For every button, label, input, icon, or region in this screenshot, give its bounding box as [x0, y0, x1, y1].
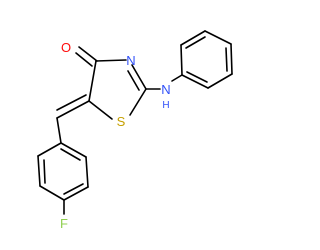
bond-ar3 [39, 185, 65, 201]
benzylidene-linker [56, 94, 90, 144]
bond-c4-n3 [95, 59, 127, 62]
atom-labels: O N S N H F [60, 40, 171, 231]
bond-c5-c4 [88, 60, 97, 102]
thiazolone-ring [88, 59, 147, 120]
amine-hydrogen-label: H [162, 100, 169, 111]
ring-nitrogen-label: N [126, 53, 135, 68]
molecule-structure: O N S N H F [37, 30, 233, 231]
bond-c5-ch-double [56, 94, 87, 111]
bond-ar-inner1 [43, 159, 46, 184]
bond-ph2 [180, 30, 206, 46]
bond-ph-inner1 [185, 36, 206, 49]
bond-c5-ch [56, 100, 90, 119]
bond-c4-o-double [75, 52, 93, 67]
fluorine-label: F [60, 216, 68, 231]
phenyl-ring [180, 30, 233, 89]
bond-ar5 [85, 156, 89, 188]
bond-ar6 [60, 142, 87, 158]
amine-nitrogen-label: N [161, 82, 170, 97]
carbonyl-group [75, 46, 98, 67]
bond-ph4 [230, 43, 233, 75]
bond-ph5 [207, 73, 233, 89]
bond-c4-o [78, 46, 98, 62]
oxygen-label: O [61, 40, 71, 55]
bond-nh-phenyl [171, 74, 183, 82]
bond-ph6 [181, 74, 209, 89]
anilino-linker [145, 74, 183, 90]
bond-ph3 [204, 30, 232, 45]
bond-ph-inner3 [186, 71, 208, 83]
bond-ar2 [37, 155, 41, 187]
bond-n3-c2 [131, 64, 147, 90]
bond-s1-c5 [88, 100, 113, 120]
fluorophenyl-ring [37, 142, 89, 215]
bond-ph1 [180, 44, 183, 76]
bond-ph-inner2 [225, 47, 228, 72]
bond-ar4 [63, 186, 89, 201]
sulfur-label: S [117, 114, 126, 129]
bond-c2-s1 [129, 88, 147, 116]
bond-n3-c2-double [127, 70, 140, 91]
bond-ar1 [37, 142, 62, 157]
bond-ar-inner2 [63, 183, 84, 195]
bond-ch-aryl [56, 117, 62, 144]
bond-ar-inner3 [60, 148, 81, 161]
